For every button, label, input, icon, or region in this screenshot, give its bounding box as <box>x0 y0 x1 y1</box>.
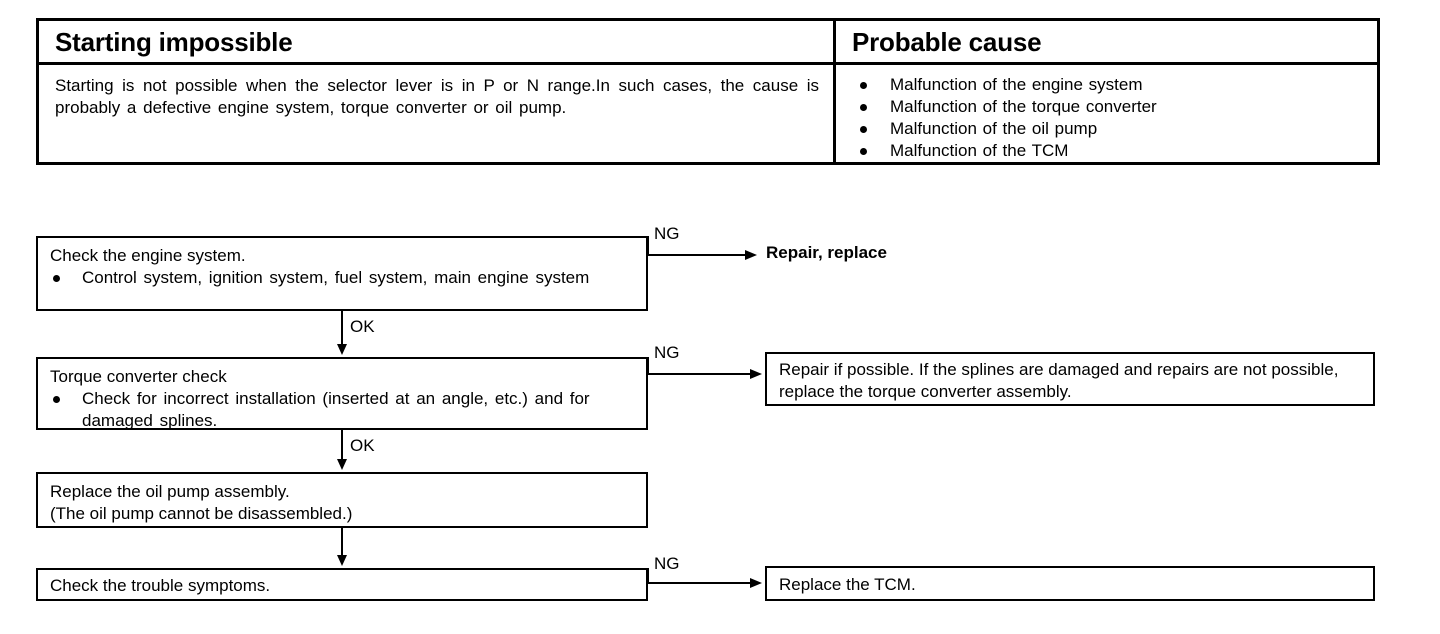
ng-branch-1-arrowhead <box>745 250 757 260</box>
ng-branch-2-arrowhead <box>750 369 762 379</box>
symptom-header-label: Starting impossible <box>55 26 293 57</box>
ng-branch-4-arrowhead <box>750 578 762 588</box>
ng-branch-4-line <box>647 582 751 584</box>
connector-3-arrowhead <box>337 555 347 566</box>
edge-label-ng-4: NG <box>654 554 680 573</box>
table-header-row: Starting impossible Probable cause <box>39 21 1377 65</box>
outcome-2-text: Repair if possible. If the splines are d… <box>779 360 1339 401</box>
ng-branch-4-stub <box>647 568 649 584</box>
ok-connector-1-arrowhead <box>337 344 347 355</box>
cause-header-label: Probable cause <box>852 26 1042 57</box>
edge-label-ng-2: NG <box>654 343 680 362</box>
list-item: Malfunction of the torque converter <box>856 96 1157 118</box>
connector-3-line <box>341 528 343 557</box>
flow-box-check-engine-system: Check the engine system. Control system,… <box>36 236 648 311</box>
table-cause-cell: Malfunction of the engine system Malfunc… <box>836 65 1377 162</box>
list-item: Malfunction of the engine system <box>856 74 1157 96</box>
list-item: Malfunction of the TCM <box>856 140 1157 162</box>
ok-connector-2-line <box>341 430 343 461</box>
edge-label-ng-1: NG <box>654 224 680 243</box>
flow-box-replace-oil-pump: Replace the oil pump assembly. (The oil … <box>36 472 648 528</box>
symptom-description: Starting is not possible when the select… <box>55 76 819 117</box>
outcome-repair-replace: Repair, replace <box>766 243 887 262</box>
flow-box-repair-torque-converter: Repair if possible. If the splines are d… <box>765 352 1375 406</box>
ok-connector-2-arrowhead <box>337 459 347 470</box>
flow-box-torque-converter-check: Torque converter check Check for incorre… <box>36 357 648 430</box>
symptom-cause-table: Starting impossible Probable cause Start… <box>36 18 1380 165</box>
list-item: Malfunction of the oil pump <box>856 118 1157 140</box>
table-description-cell: Starting is not possible when the select… <box>39 65 836 162</box>
flow-box-1-bullet: Control system, ignition system, fuel sy… <box>50 267 646 289</box>
edge-label-ok-2: OK <box>350 436 375 455</box>
table-header-cause-cell: Probable cause <box>836 21 1377 62</box>
table-body-row: Starting is not possible when the select… <box>39 65 1377 162</box>
flow-box-3-line-2: (The oil pump cannot be disassembled.) <box>50 504 353 523</box>
ng-branch-2-line <box>647 373 751 375</box>
flow-box-3-line-1: Replace the oil pump assembly. <box>50 482 290 501</box>
ng-branch-1-stub <box>647 236 649 256</box>
flow-box-2-title: Torque converter check <box>50 367 227 386</box>
table-header-symptom-cell: Starting impossible <box>39 21 836 62</box>
flow-box-check-trouble-symptoms: Check the trouble symptoms. <box>36 568 648 601</box>
ng-branch-2-stub <box>647 357 649 375</box>
flow-box-replace-tcm: Replace the TCM. <box>765 566 1375 601</box>
probable-cause-list: Malfunction of the engine system Malfunc… <box>836 65 1157 162</box>
flow-box-1-title: Check the engine system. <box>50 246 246 265</box>
edge-label-ok-1: OK <box>350 317 375 336</box>
ok-connector-1-line <box>341 311 343 346</box>
ng-branch-1-line <box>647 254 747 256</box>
outcome-4-text: Replace the TCM. <box>779 575 916 594</box>
flow-box-2-bullet: Check for incorrect installation (insert… <box>50 388 646 432</box>
flow-box-4-title: Check the trouble symptoms. <box>50 576 271 595</box>
